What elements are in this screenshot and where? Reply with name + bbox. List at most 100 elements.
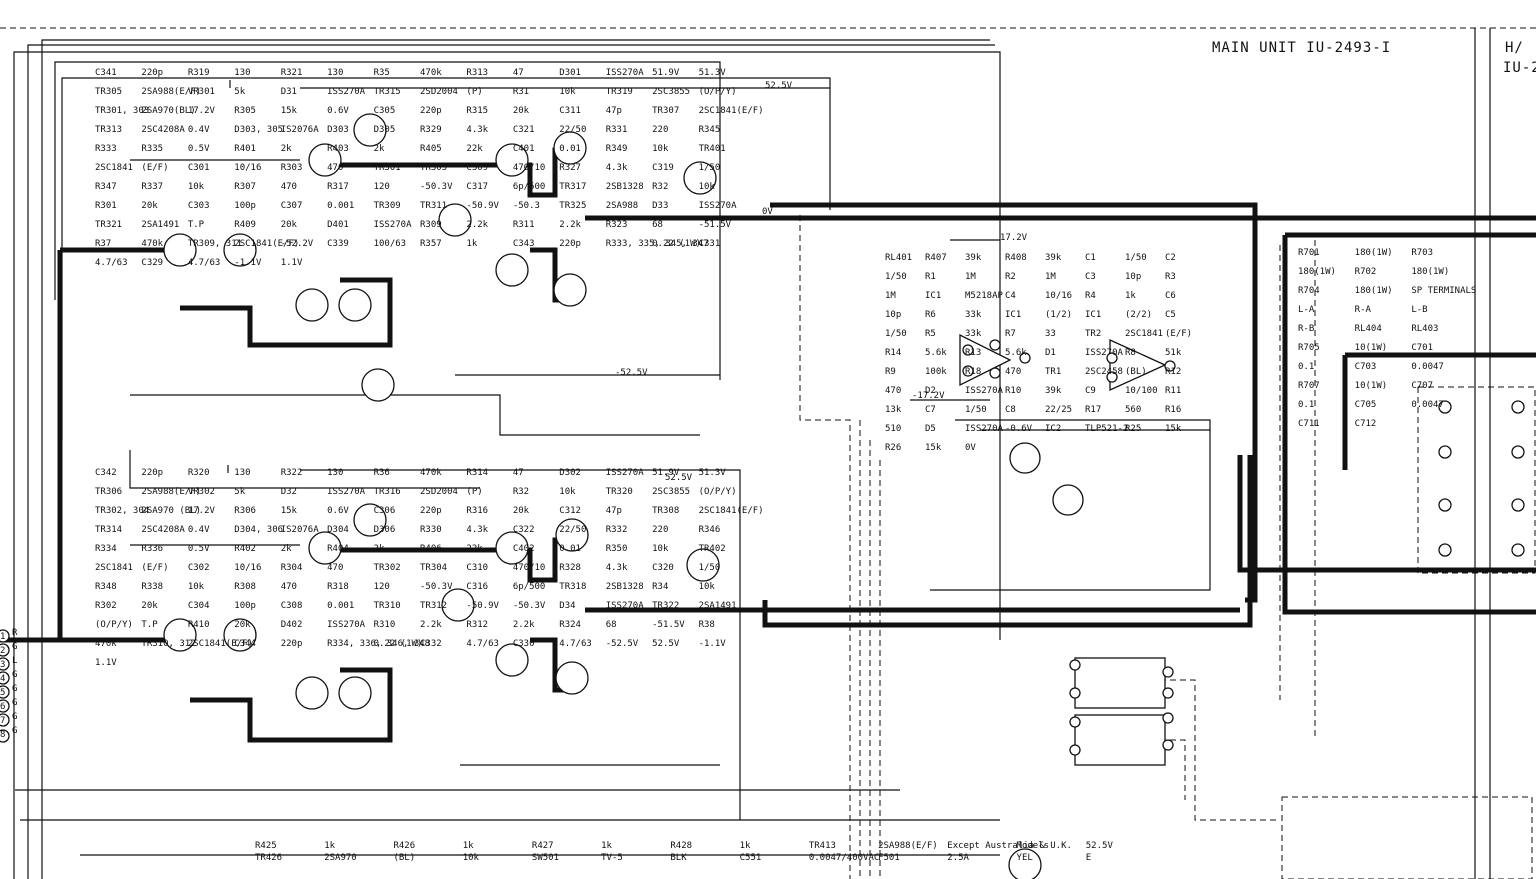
component-label: R306 — [234, 506, 256, 516]
component-label: 1k — [463, 841, 474, 851]
component-label: R407 — [925, 253, 947, 263]
component-label: 560 — [1125, 405, 1141, 415]
transistor-tr318 — [495, 643, 529, 677]
component-label: 0.01 — [559, 544, 581, 554]
transistor-tr320 — [555, 518, 589, 552]
component-label: TR1 — [1045, 367, 1061, 377]
component-label: Models — [1017, 841, 1050, 851]
component-label: 0.5V — [188, 544, 210, 554]
component-label: 2.2k — [513, 620, 535, 630]
component-label: TR316 — [374, 487, 401, 497]
component-label: C308 — [281, 601, 303, 611]
component-label: R11 — [1165, 386, 1181, 396]
input-pin-name: G — [12, 642, 17, 652]
component-label: 1/50 — [699, 563, 721, 573]
component-label: R309 — [420, 220, 442, 230]
component-label: R37 — [95, 239, 111, 249]
transistor-tr302 — [163, 618, 197, 652]
component-label: R7 — [1005, 329, 1016, 339]
component-label: 2.2k — [466, 220, 488, 230]
component-label: D304 — [327, 525, 349, 535]
terminal-rb-plus[interactable] — [1511, 543, 1525, 557]
component-label: -51.5V — [652, 620, 685, 630]
component-label: F501 — [878, 853, 900, 863]
component-label: R9 — [885, 367, 896, 377]
component-label: 0.001 — [327, 601, 354, 611]
terminal-rb-minus[interactable] — [1511, 498, 1525, 512]
component-label: TR314 — [95, 525, 122, 535]
component-label: R328 — [559, 563, 581, 573]
component-label: 0V — [965, 443, 976, 453]
unit-title: MAIN UNIT IU-2493-I — [1212, 40, 1391, 56]
component-label: 2.2k — [559, 220, 581, 230]
component-label: ISS270A — [699, 201, 738, 211]
component-label: D305 — [374, 125, 396, 135]
component-label: IC2 — [1045, 424, 1061, 434]
component-label: C307 — [281, 201, 303, 211]
component-label: -52.5V — [606, 639, 639, 649]
terminal-lb-minus[interactable] — [1438, 498, 1452, 512]
component-label: TR402 — [699, 544, 726, 554]
component-label: ISS270A — [606, 68, 645, 78]
terminal-ra-minus[interactable] — [1511, 445, 1525, 459]
terminal-ra-plus[interactable] — [1511, 400, 1525, 414]
component-label: R346 — [699, 525, 721, 535]
component-label: R324 — [559, 620, 581, 630]
component-label: TV-5 — [601, 853, 623, 863]
component-label: 39k — [1045, 253, 1062, 263]
component-label: 5k — [234, 487, 245, 497]
component-label: (E/F) — [1165, 329, 1192, 339]
component-label: 4.7/63 — [95, 258, 128, 268]
component-label: TR426 — [255, 853, 282, 863]
component-label: ISS270A — [1085, 348, 1124, 358]
component-label: (2/2) — [1125, 310, 1152, 320]
component-label: -1.1V — [234, 258, 262, 268]
component-label: TR303 — [420, 163, 447, 173]
component-label: -50.3V — [420, 582, 453, 592]
component-label: BLK — [670, 853, 687, 863]
component-label: 2SD2004 — [420, 87, 458, 97]
terminal-lb-plus[interactable] — [1438, 543, 1452, 557]
component-label: R311 — [513, 220, 535, 230]
component-label: -50.3 — [513, 201, 540, 211]
component-label: 130 — [234, 68, 250, 78]
component-label: R321 — [281, 68, 303, 78]
component-label: R34 — [652, 582, 668, 592]
component-label: R409 — [234, 220, 256, 230]
component-label: (BL) — [393, 853, 415, 863]
component-label: 0.1 — [1298, 400, 1314, 410]
component-label: 470 — [281, 182, 297, 192]
component-label: TR311 — [420, 201, 447, 211]
outer-wires — [13, 39, 1001, 879]
component-label: 51.3V — [699, 68, 727, 78]
opamp-group — [959, 333, 1176, 392]
component-label: TR302 — [374, 563, 401, 573]
component-label: R36 — [374, 468, 390, 478]
component-label: TR301, 303 — [95, 106, 149, 116]
component-label: R26 — [885, 443, 901, 453]
component-label: R-B — [1298, 324, 1314, 334]
component-label: C701 — [1411, 343, 1433, 353]
component-label: TR307 — [652, 106, 679, 116]
terminal-la-minus[interactable] — [1438, 445, 1452, 459]
component-label: 4.3k — [606, 563, 628, 573]
component-label: YEL — [1017, 853, 1033, 863]
component-label: TR305 — [95, 87, 122, 97]
component-label: TLP521-2 — [1085, 424, 1128, 434]
component-label: R317 — [327, 182, 349, 192]
component-label: R338 — [141, 582, 163, 592]
component-label: 17.2V — [188, 106, 216, 116]
component-label: 6p/500 — [513, 582, 546, 592]
component-label: 2SA988(E/F) — [141, 487, 201, 497]
transistor-tr308 — [308, 531, 342, 565]
terminal-la-plus[interactable] — [1438, 400, 1452, 414]
component-label: 10k — [699, 582, 716, 592]
component-label: 1/50 — [965, 405, 987, 415]
component-label: T.P — [141, 620, 158, 630]
transistor-group — [163, 113, 1084, 879]
component-label: 10p — [885, 310, 901, 320]
component-label: R705 — [1298, 343, 1320, 353]
